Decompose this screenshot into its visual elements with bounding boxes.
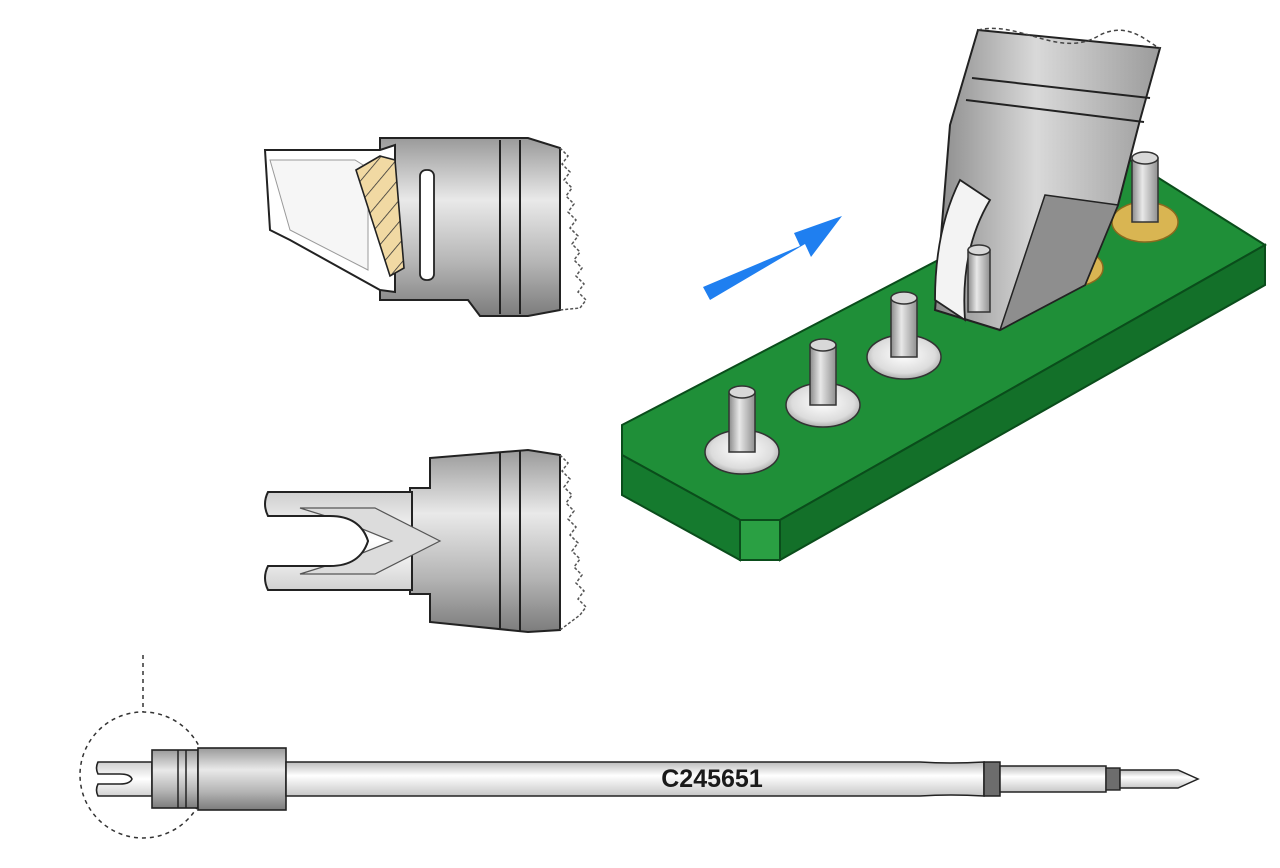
- tip-on-pins-face: [998, 194, 1120, 332]
- cartridge-small-collar: [151, 749, 199, 809]
- part-number-label: C245651: [661, 765, 763, 793]
- arrow-icon: [703, 216, 842, 300]
- cartridge-fork: [95, 761, 153, 797]
- tip-on-pins-pin-top: [967, 244, 991, 256]
- solder-joint: [785, 338, 861, 428]
- tip-on-pins: [933, 27, 1162, 332]
- tip-on-pins-broken-edge: [977, 27, 1161, 49]
- tip-on-pins-fork: [934, 178, 992, 322]
- solder-joint: [1131, 151, 1159, 223]
- pcb-corner-face: [739, 519, 781, 561]
- pcb-side-face: [779, 243, 1266, 562]
- cartridge-pointed-end: [1119, 769, 1200, 789]
- blade-tip-slot: [419, 169, 435, 281]
- forked-tip-notch: [268, 515, 370, 567]
- forked-tip-top-view: [264, 448, 587, 634]
- tip-on-pins-pin: [967, 249, 991, 313]
- blade-tip-collar: [379, 137, 561, 317]
- cartridge-thin-rod: [999, 765, 1107, 793]
- tip-on-pins-ring: [965, 99, 1145, 123]
- cartridge-end-ring: [1105, 767, 1121, 791]
- cartridge-band: [983, 761, 1001, 797]
- cartridge-shaft: [285, 761, 985, 797]
- blade-tip-bevel: [269, 159, 369, 271]
- blade-tip-tinned-area: [355, 155, 405, 278]
- cartridge-full-view: C245651: [79, 655, 1200, 839]
- solder-joint: [704, 385, 780, 475]
- blade-tip-side-view: [263, 137, 587, 317]
- blade-tip-broken-edge: [559, 147, 587, 311]
- solder-joint: [866, 291, 942, 380]
- forked-tip-broken-edge: [559, 454, 587, 631]
- forked-tip-collar: [409, 448, 561, 634]
- tip-on-pins-ring: [971, 77, 1151, 99]
- cartridge-barrel: [197, 747, 287, 811]
